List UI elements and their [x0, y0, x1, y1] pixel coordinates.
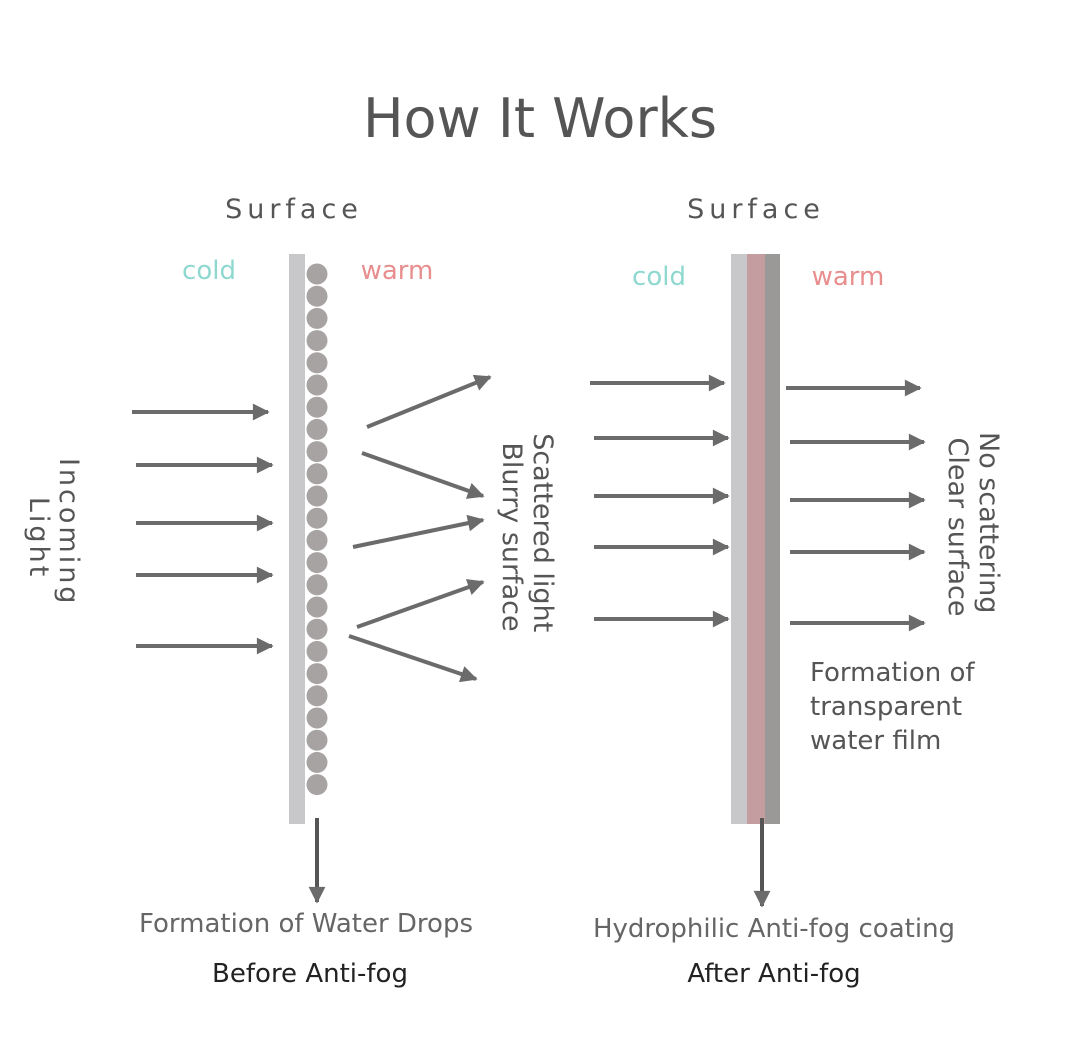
water-droplet	[306, 685, 328, 707]
after-surface-label: Surface	[687, 194, 825, 225]
after-cold-label: cold	[632, 262, 686, 292]
before-incoming-arrows	[132, 403, 274, 655]
water-droplets	[306, 263, 328, 796]
water-droplet	[306, 374, 328, 396]
before-surface-label: Surface	[225, 194, 363, 225]
water-film-note-line-1: Formation of	[810, 658, 975, 688]
water-droplet	[306, 307, 328, 329]
water-film	[747, 254, 765, 824]
before-subtitle: Before Anti-fog	[212, 959, 408, 989]
water-droplet	[306, 507, 328, 529]
no-scattering-line-2: Clear surface	[942, 438, 973, 617]
after-outgoing-arrows	[786, 379, 926, 632]
incoming-light-label: Incoming Light	[23, 458, 84, 618]
water-droplet	[306, 441, 328, 463]
before-surface-plate	[289, 254, 305, 824]
scattered-arrow	[348, 634, 478, 683]
after-subtitle: After Anti-fog	[687, 959, 860, 989]
water-droplet	[306, 751, 328, 773]
water-droplet	[306, 729, 328, 751]
water-droplet	[306, 663, 328, 685]
before-scattered-arrows	[348, 374, 492, 683]
after-incoming-arrows	[590, 374, 730, 628]
water-film-edge	[765, 254, 780, 824]
scattered-light-label: Scattered light Blurry surface	[496, 433, 558, 641]
before-caption: Formation of Water Drops	[139, 909, 473, 939]
water-droplet	[306, 285, 328, 307]
scattered-arrow	[366, 374, 492, 429]
water-droplet	[306, 552, 328, 574]
water-droplet	[306, 529, 328, 551]
water-droplet	[306, 774, 328, 796]
water-droplet	[306, 485, 328, 507]
incoming-light-line-2: Light	[23, 497, 54, 579]
scattered-arrow	[361, 451, 485, 499]
scattered-light-line-1: Scattered light	[527, 433, 558, 632]
after-warm-label: warm	[812, 262, 885, 292]
water-droplet	[306, 707, 328, 729]
water-film-note-line-3: water film	[810, 726, 941, 756]
scattered-arrow	[352, 514, 485, 549]
water-droplet	[306, 418, 328, 440]
no-scattering-label: No scattering Clear surface	[942, 432, 1004, 622]
water-droplet	[306, 352, 328, 374]
before-cold-label: cold	[182, 256, 236, 286]
water-droplet	[306, 574, 328, 596]
water-droplet	[306, 263, 328, 285]
page-title: How It Works	[363, 87, 717, 150]
no-scattering-line-1: No scattering	[973, 432, 1004, 613]
water-droplet	[306, 618, 328, 640]
water-film-note: Formation of transparent water film	[810, 658, 983, 756]
water-droplet	[306, 330, 328, 352]
after-caption: Hydrophilic Anti-fog coating	[593, 914, 955, 944]
water-droplet	[306, 396, 328, 418]
incoming-light-line-1: Incoming	[53, 458, 84, 607]
after-surface-plate	[731, 254, 747, 824]
scattered-light-line-2: Blurry surface	[496, 442, 527, 631]
after-panel: Surface cold warm No scattering Cle	[590, 194, 1004, 989]
scattered-arrow	[356, 579, 485, 629]
water-droplet	[306, 640, 328, 662]
before-panel: Surface cold warm Incoming Light	[23, 194, 558, 989]
water-droplet	[306, 596, 328, 618]
before-warm-label: warm	[361, 256, 434, 286]
water-film-note-line-2: transparent	[810, 692, 962, 722]
water-droplet	[306, 463, 328, 485]
